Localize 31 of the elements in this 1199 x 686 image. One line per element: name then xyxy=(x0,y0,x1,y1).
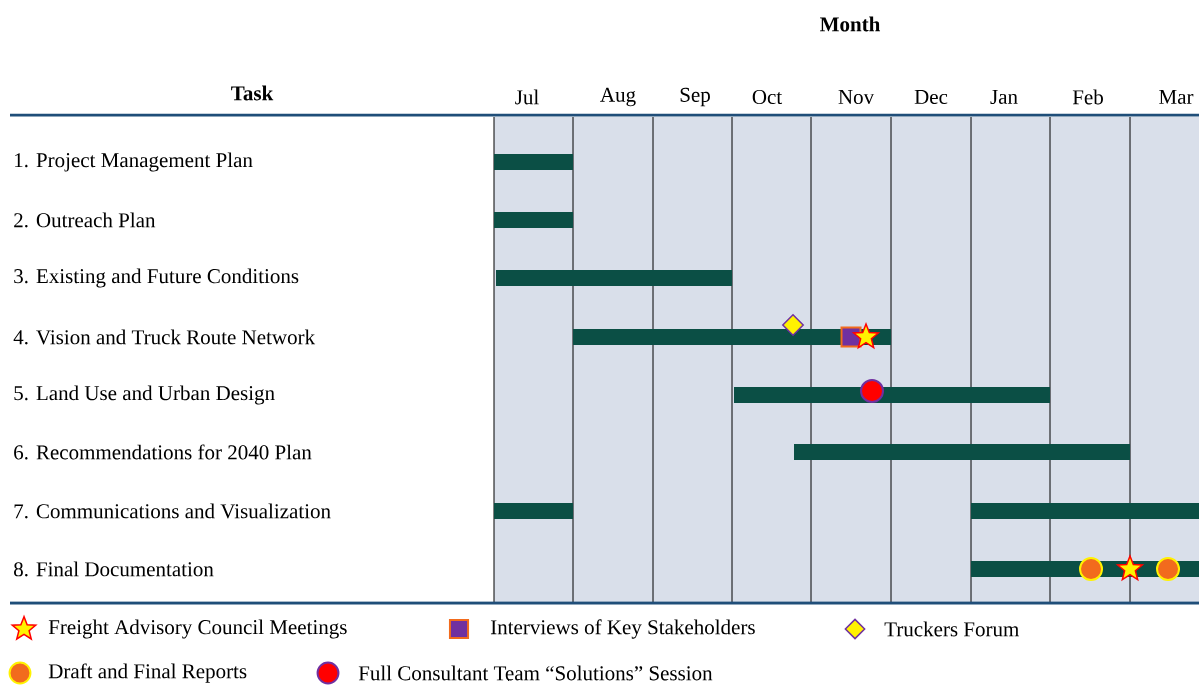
month-label: Jul xyxy=(515,89,539,105)
task-label: 6. Recommendations for 2040 Plan xyxy=(14,444,312,460)
gantt-bar xyxy=(496,270,732,286)
month-label: Nov xyxy=(838,90,875,104)
month-label: Oct xyxy=(752,89,783,105)
legend-label: Freight Advisory Council Meetings xyxy=(48,619,347,639)
task-label: 4. Vision and Truck Route Network xyxy=(13,329,316,345)
month-label: Feb xyxy=(1072,89,1103,105)
task-label: 3. Existing and Future Conditions xyxy=(14,268,299,288)
gantt-bar xyxy=(494,212,573,228)
gantt-bar xyxy=(494,154,573,170)
legend-label: Interviews of Key Stakeholders xyxy=(490,619,755,639)
gantt-bar xyxy=(971,503,1199,519)
task-label: 1. Project Management Plan xyxy=(15,152,253,172)
legend-label: Draft and Final Reports xyxy=(48,663,247,683)
axis-title: Month xyxy=(820,16,880,32)
month-label: Jan xyxy=(990,90,1018,104)
gantt-bar xyxy=(794,444,1130,460)
month-label: Dec xyxy=(914,90,948,104)
column-header: Task xyxy=(231,85,274,101)
gantt-bar xyxy=(494,503,573,519)
legend-label: Truckers Forum xyxy=(884,621,1019,637)
gantt-bar xyxy=(734,387,1050,403)
task-label: 7. Communications and Visualization xyxy=(14,503,331,519)
month-label: Aug xyxy=(600,87,636,107)
month-label: Sep xyxy=(680,87,710,107)
task-label: 2. Outreach Plan xyxy=(14,212,156,228)
task-label: 8. Final Documentation xyxy=(14,561,214,577)
month-label: Mar xyxy=(1159,90,1194,104)
task-label: 5. Land Use and Urban Design xyxy=(14,385,275,405)
legend-label: Full Consultant Team “Solutions” Session xyxy=(358,665,713,681)
